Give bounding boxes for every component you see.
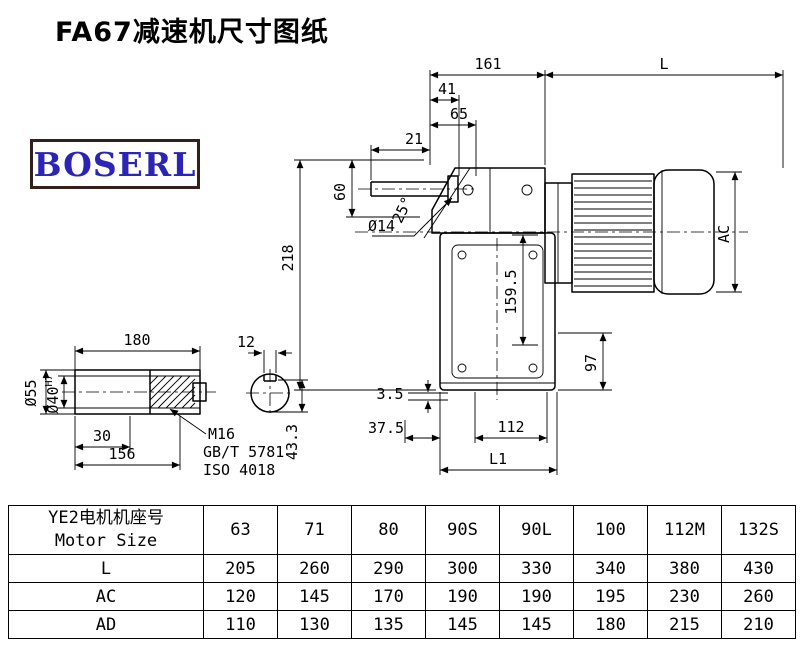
dim-161: 161 — [474, 55, 501, 73]
table-cell: 300 — [425, 554, 500, 583]
table-header-row: YE2电机机座号 Motor Size 63 71 80 90S 90L 100… — [8, 505, 796, 555]
table-cell: 170 — [351, 582, 426, 611]
table-cell: 130 — [277, 610, 352, 639]
table-cell: 260 — [721, 582, 796, 611]
brand-logo-text: BOSERL — [33, 144, 197, 184]
motor-size-table: YE2电机机座号 Motor Size 63 71 80 90S 90L 100… — [8, 505, 796, 639]
col-132S: 132S — [721, 505, 796, 555]
col-90S: 90S — [425, 505, 500, 555]
table-cell: 145 — [499, 610, 574, 639]
dim-60: 60 — [331, 183, 349, 201]
table-cell: 215 — [647, 610, 722, 639]
dim-97: 97 — [582, 354, 600, 372]
dim-30: 30 — [93, 427, 111, 445]
row-label-AD: AD — [8, 610, 204, 639]
shaft-section-detail — [250, 373, 290, 413]
dim-L: L — [659, 55, 668, 73]
note-m16: M16 — [208, 425, 235, 443]
col-112M: 112M — [647, 505, 722, 555]
table-cell: 340 — [573, 554, 648, 583]
dim-12: 12 — [237, 333, 255, 351]
table-cell: 135 — [351, 610, 426, 639]
table-row-AD: AD 110 130 135 145 145 180 215 210 — [8, 610, 796, 639]
dim-25deg: 25° — [389, 194, 417, 226]
dim-37-5: 37.5 — [368, 419, 404, 437]
dimension-lines — [40, 70, 784, 475]
dim-3-5: 3.5 — [376, 385, 403, 403]
table-cell: 330 — [499, 554, 574, 583]
motor-size-header-cell: YE2电机机座号 Motor Size — [8, 505, 204, 555]
table-row-AC: AC 120 145 170 190 190 195 230 260 — [8, 582, 796, 611]
note-iso-standard: ISO 4018 — [203, 461, 275, 479]
table-cell: 110 — [203, 610, 278, 639]
dim-dia40: Ø40 — [44, 386, 62, 413]
col-63: 63 — [203, 505, 278, 555]
dim-dia14: Ø14 — [368, 217, 395, 235]
table-cell: 260 — [277, 554, 352, 583]
table-cell: 190 — [425, 582, 500, 611]
table-cell: 195 — [573, 582, 648, 611]
table-cell: 145 — [277, 582, 352, 611]
dim-dia55: Ø55 — [22, 379, 40, 406]
end-bolt — [192, 382, 207, 402]
table-cell: 120 — [203, 582, 278, 611]
table-row-L: L 205 260 290 300 330 340 380 430 — [8, 554, 796, 583]
col-100: 100 — [573, 505, 648, 555]
table-cell: 210 — [721, 610, 796, 639]
dim-41: 41 — [438, 80, 456, 98]
technical-drawing: 161 L 41 65 21 60 218 Ø14 25° 159.5 AC 9… — [22, 55, 784, 479]
page-title: FA67减速机尺寸图纸 — [55, 17, 329, 48]
dim-156: 156 — [108, 445, 135, 463]
dim-tol-h7: H7 — [44, 374, 55, 386]
dim-180: 180 — [123, 331, 150, 349]
table-cell: 430 — [721, 554, 796, 583]
note-gb-standard: GB/T 5781 — [203, 443, 284, 461]
dim-AC: AC — [715, 225, 733, 243]
dim-43-3: 43.3 — [283, 424, 301, 460]
dim-L1: L1 — [489, 450, 507, 468]
table-cell: 380 — [647, 554, 722, 583]
table-cell: 190 — [499, 582, 574, 611]
table-cell: 230 — [647, 582, 722, 611]
table-cell: 145 — [425, 610, 500, 639]
dim-112: 112 — [497, 418, 524, 436]
output-shaft-detail — [74, 369, 207, 415]
dim-218: 218 — [279, 244, 297, 271]
table-cell: 205 — [203, 554, 278, 583]
dim-159-5: 159.5 — [502, 269, 520, 314]
dim-65: 65 — [450, 105, 468, 123]
motor-size-label-en: Motor Size — [54, 531, 158, 551]
table-cell: 290 — [351, 554, 426, 583]
motor-cooling-fins — [574, 180, 652, 287]
col-80: 80 — [351, 505, 426, 555]
row-label-L: L — [8, 554, 204, 583]
table-cell: 180 — [573, 610, 648, 639]
dim-dia40-h7: Ø40H7 — [44, 374, 62, 413]
motor — [544, 169, 715, 295]
col-71: 71 — [277, 505, 352, 555]
motor-size-label-cn: YE2电机机座号 — [48, 508, 164, 528]
fan-cover — [653, 169, 715, 295]
dim-21: 21 — [405, 130, 423, 148]
dimension-labels: 161 L 41 65 21 60 218 Ø14 25° 159.5 AC 9… — [22, 55, 733, 479]
brand-logo: BOSERL — [30, 139, 200, 189]
row-label-AC: AC — [8, 582, 204, 611]
col-90L: 90L — [499, 505, 574, 555]
